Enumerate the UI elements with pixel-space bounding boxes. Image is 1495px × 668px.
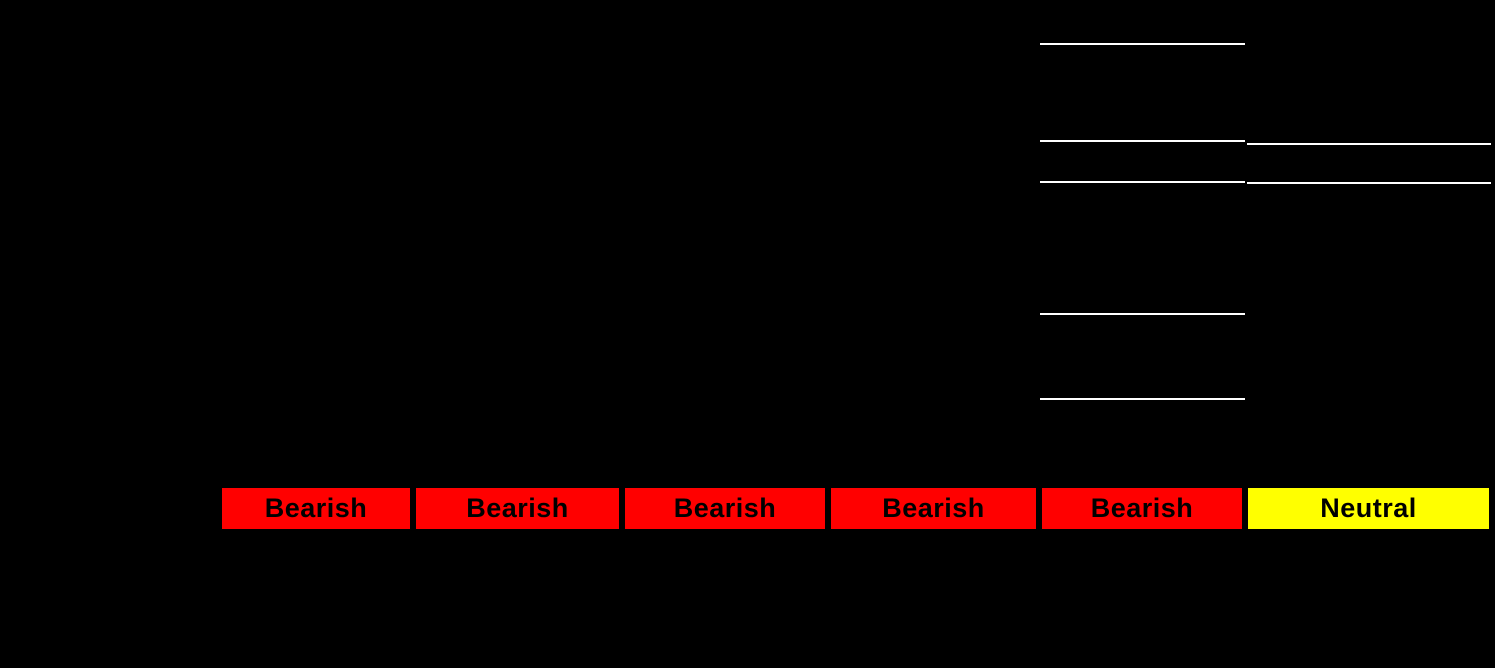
signal-label: Bearish bbox=[264, 493, 368, 523]
signal-label: Bearish bbox=[673, 493, 777, 523]
signal-cell-6[interactable]: Neutral bbox=[1247, 487, 1490, 530]
signal-cell-5[interactable]: Bearish bbox=[1041, 487, 1243, 530]
signal-cell-2[interactable]: Bearish bbox=[415, 487, 620, 530]
separator-line bbox=[1040, 43, 1245, 45]
separator-line bbox=[1040, 313, 1245, 315]
separator-line bbox=[1040, 140, 1245, 142]
signal-label: Bearish bbox=[1090, 493, 1194, 523]
separator-line bbox=[1040, 181, 1245, 183]
signal-cell-1[interactable]: Bearish bbox=[221, 487, 411, 530]
signal-label: Bearish bbox=[466, 493, 569, 523]
signal-cell-3[interactable]: Bearish bbox=[624, 487, 826, 530]
separator-line bbox=[1247, 143, 1491, 145]
signal-label: Neutral bbox=[1320, 493, 1417, 523]
separator-line bbox=[1040, 398, 1245, 400]
signal-label: Bearish bbox=[882, 493, 985, 523]
separator-line bbox=[1247, 182, 1491, 184]
signal-cell-4[interactable]: Bearish bbox=[830, 487, 1037, 530]
